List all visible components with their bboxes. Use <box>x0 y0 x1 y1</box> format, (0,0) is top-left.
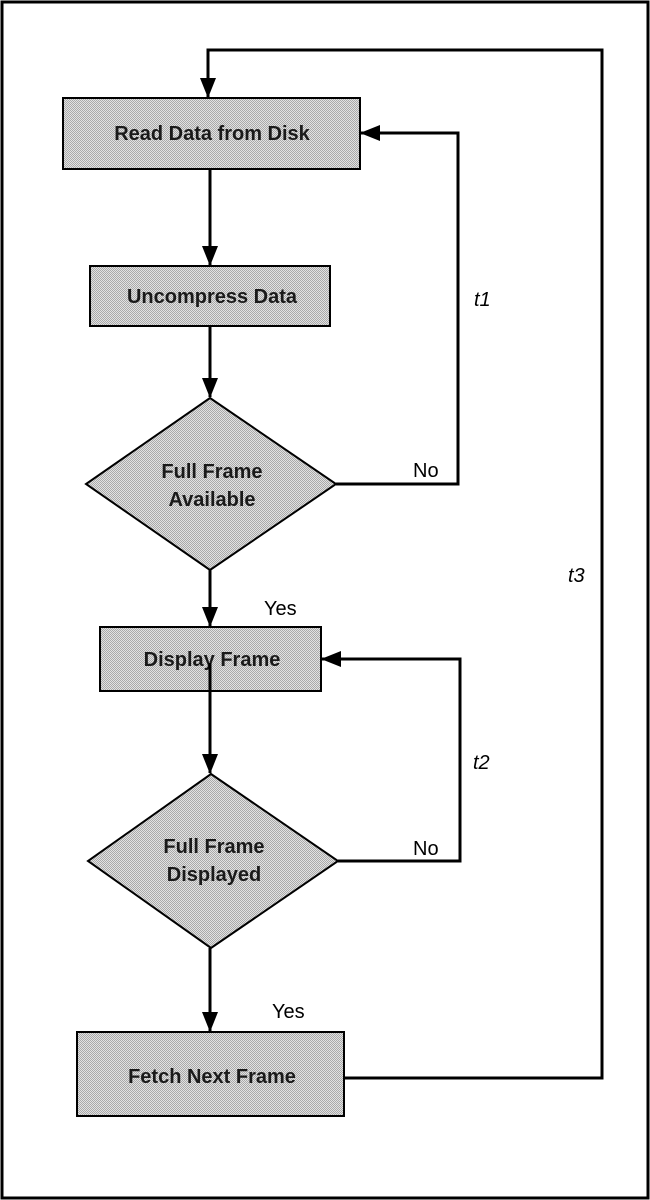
arrow-t3-loop <box>200 48 604 1080</box>
label-t3: t3 <box>568 565 585 587</box>
node-read-data: Read Data from Disk <box>62 97 361 170</box>
label-displayed-yes: Yes <box>272 1001 305 1023</box>
node-uncompress: Uncompress Data <box>89 265 331 327</box>
label-available-no: No <box>413 460 439 482</box>
node-read-data-label: Read Data from Disk <box>114 123 310 145</box>
decision-available-line2: Available <box>168 489 255 511</box>
decision-available-line1: Full Frame <box>161 461 262 483</box>
node-fetch-next: Fetch Next Frame <box>76 1031 345 1117</box>
label-displayed-no: No <box>413 838 439 860</box>
label-available-yes: Yes <box>264 598 297 620</box>
node-display-frame-label: Display Frame <box>144 649 281 671</box>
arrow-t1-loop <box>336 125 460 486</box>
decision-displayed-line1: Full Frame <box>163 836 264 858</box>
node-fetch-next-label: Fetch Next Frame <box>128 1066 296 1088</box>
decision-displayed-line2: Displayed <box>167 864 261 886</box>
label-t2: t2 <box>473 752 490 774</box>
label-t1: t1 <box>474 289 491 311</box>
arrow-t2-loop <box>321 651 462 863</box>
node-uncompress-label: Uncompress Data <box>127 286 298 308</box>
